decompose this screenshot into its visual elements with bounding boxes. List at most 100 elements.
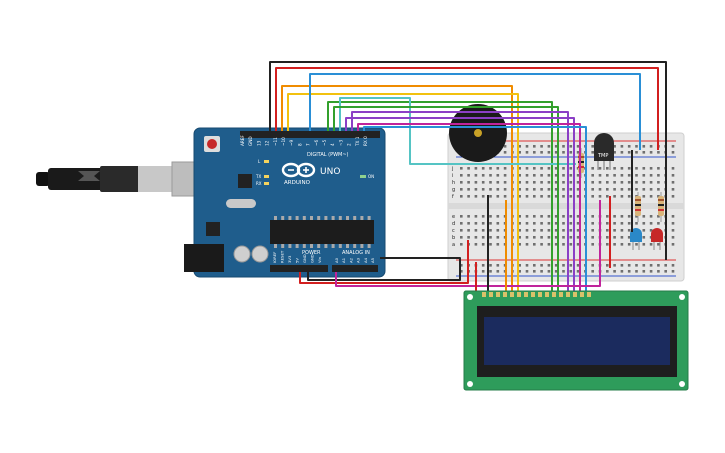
breadboard-hole <box>620 181 624 184</box>
breadboard-hole <box>576 270 580 273</box>
breadboard-hole <box>635 270 638 273</box>
breadboard-hole <box>540 270 543 273</box>
breadboard-hole <box>606 215 609 218</box>
breadboard-hole <box>591 174 594 177</box>
wire-orange <box>281 85 513 296</box>
breadboard-hole <box>518 167 521 170</box>
breadboard-hole <box>671 229 675 232</box>
breadboard-hole <box>481 243 485 246</box>
resistor-icon[interactable] <box>658 192 664 222</box>
breadboard-hole <box>562 215 565 218</box>
breadboard-hole <box>503 181 507 184</box>
breadboard-hole <box>642 167 646 170</box>
breadboard-hole <box>627 174 631 177</box>
breadboard-hole <box>635 174 638 177</box>
breadboard-hole <box>474 236 478 239</box>
breadboard-hole <box>474 174 478 177</box>
breadboard-hole <box>591 270 594 273</box>
top-pin-label: RX 0 <box>363 136 368 146</box>
breadboard-hole <box>627 151 631 154</box>
breadboard-hole <box>533 167 536 170</box>
lcd-16x2[interactable] <box>463 290 689 391</box>
svg-text:d: d <box>452 221 455 227</box>
breadboard-hole <box>525 145 529 148</box>
breadboard-hole <box>533 151 536 154</box>
breadboard-hole <box>671 236 675 239</box>
power-jack[interactable] <box>184 244 224 272</box>
lcd-pin <box>573 292 577 297</box>
breadboard-hole <box>598 181 602 184</box>
breadboard-hole <box>606 229 609 232</box>
breadboard-hole <box>591 222 594 225</box>
breadboard-hole <box>620 174 624 177</box>
breadboard-hole <box>503 195 507 198</box>
breadboard-hole <box>525 222 529 225</box>
lcd-pin <box>517 292 521 297</box>
breadboard-hole <box>671 195 675 198</box>
breadboard-hole <box>554 215 558 218</box>
breadboard-hole <box>576 151 580 154</box>
breadboard-hole <box>481 270 485 273</box>
breadboard-hole <box>606 181 609 184</box>
breadboard-hole <box>620 229 624 232</box>
breadboard-hole <box>496 236 500 239</box>
breadboard-hole <box>547 188 551 191</box>
breadboard-hole <box>620 167 624 170</box>
breadboard-hole <box>649 174 653 177</box>
breadboard-hole <box>657 264 660 267</box>
breadboard-hole <box>460 195 463 198</box>
breadboard-hole <box>657 174 660 177</box>
breadboard-hole <box>671 151 675 154</box>
breadboard-hole <box>525 264 529 267</box>
breadboard-hole <box>547 174 551 177</box>
wire-cyan <box>339 97 576 165</box>
breadboard-hole <box>474 181 478 184</box>
breadboard-hole <box>496 229 500 232</box>
breadboard-hole <box>554 264 558 267</box>
breadboard-hole <box>591 145 594 148</box>
breadboard-hole <box>642 222 646 225</box>
breadboard-hole <box>569 243 573 246</box>
breadboard-hole <box>460 243 463 246</box>
breadboard-hole <box>657 195 660 198</box>
breadboard-hole <box>533 222 536 225</box>
bottom-pin-label: RESET <box>280 250 285 263</box>
breadboard-hole <box>613 215 616 218</box>
red-led-icon[interactable] <box>651 228 663 250</box>
breadboard-hole <box>503 145 507 148</box>
lcd-pin <box>538 292 542 297</box>
breadboard-hole <box>576 181 580 184</box>
breadboard-hole <box>562 264 565 267</box>
breadboard-hole <box>606 174 609 177</box>
usb-cable-icon[interactable] <box>36 161 199 197</box>
wires <box>269 61 667 296</box>
breadboard-hole <box>569 174 573 177</box>
breadboard-hole <box>635 151 638 154</box>
breadboard-hole <box>496 215 500 218</box>
breadboard-hole <box>496 174 500 177</box>
breadboard-hole <box>642 229 646 232</box>
breadboard-hole <box>569 229 573 232</box>
breadboard-hole <box>481 167 485 170</box>
bottom-pin-label: IOREF <box>272 252 277 263</box>
breadboard-hole <box>525 188 529 191</box>
breadboard-hole <box>671 167 675 170</box>
breadboard-hole <box>489 195 492 198</box>
breadboard-hole <box>562 236 565 239</box>
breadboard-hole <box>518 145 521 148</box>
breadboard-hole <box>562 229 565 232</box>
breadboard-hole <box>481 229 485 232</box>
breadboard-hole <box>569 222 573 225</box>
breadboard-hole <box>547 222 551 225</box>
breadboard-hole <box>671 188 675 191</box>
temperature-sensor-icon[interactable]: TMP <box>594 133 614 170</box>
breadboard-hole <box>467 188 470 191</box>
top-pin-label: ~11 <box>273 137 278 146</box>
breadboard-hole <box>525 236 529 239</box>
bottom-pin-label: A4 <box>363 257 368 263</box>
bottom-pin-label: 5V <box>295 258 300 263</box>
top-pin-label: TX 1 <box>355 136 360 147</box>
breadboard-hole <box>554 188 558 191</box>
resistor-icon[interactable] <box>635 192 641 222</box>
